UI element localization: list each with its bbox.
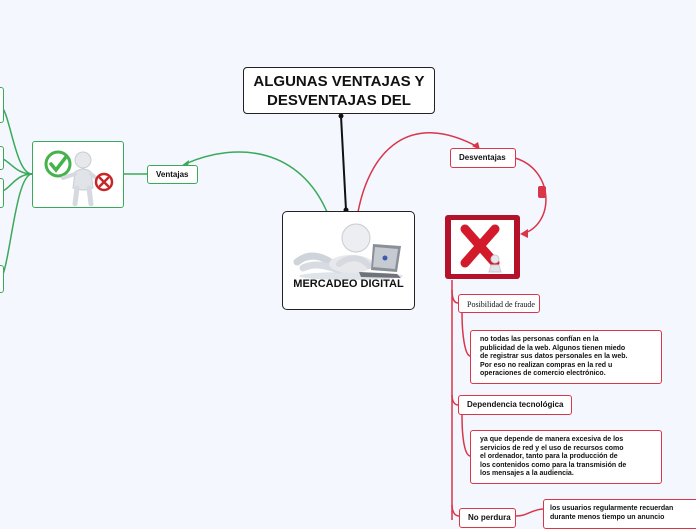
item-text-dependencia[interactable]: ya que depende de manera excesiva de los…	[470, 430, 662, 484]
item-label-fraude[interactable]: Posibilidad de fraude	[458, 294, 540, 313]
map-title-text: ALGUNAS VENTAJAS Y DESVENTAJAS DEL	[253, 73, 425, 109]
item-text-fraude[interactable]: no todas las personas confían en la publ…	[470, 330, 662, 384]
item-text-dependencia-content: ya que depende de manera excesiva de los…	[480, 436, 627, 477]
central-topic[interactable]: MERCADEO DIGITAL	[282, 211, 415, 310]
item-text-fraude-content: no todas las personas confían en la publ…	[480, 336, 628, 377]
item-label-dependencia[interactable]: Dependencia tecnológica	[458, 395, 572, 415]
ventajas-node[interactable]: Ventajas	[147, 165, 198, 184]
desventajas-label: Desventajas	[459, 153, 506, 162]
item-text-no-perdura-content: los usuarios regularmente recuerdan dura…	[550, 505, 674, 521]
ventaja-item-stub-2[interactable]	[0, 146, 4, 170]
ventajas-label: Ventajas	[156, 170, 189, 179]
central-topic-label: MERCADEO DIGITAL	[293, 278, 404, 290]
desventajas-node[interactable]: Desventajas	[450, 148, 516, 168]
ventaja-item-stub-4[interactable]	[0, 265, 4, 293]
item-label-dependencia-text: Dependencia tecnológica	[467, 400, 564, 409]
ventajas-image-node[interactable]	[32, 141, 124, 208]
item-text-no-perdura[interactable]: los usuarios regularmente recuerdan dura…	[543, 499, 696, 529]
item-label-no-perdura-text: No perdura	[468, 513, 511, 522]
map-title[interactable]: ALGUNAS VENTAJAS Y DESVENTAJAS DEL	[243, 67, 435, 114]
ventaja-item-stub-3[interactable]	[0, 178, 4, 208]
person-laptop-icon	[293, 223, 403, 280]
person-check-cross-icon	[44, 150, 114, 207]
item-label-fraude-text: Posibilidad de fraude	[467, 300, 535, 309]
red-x-mark-icon	[451, 220, 514, 274]
ventaja-item-stub-1[interactable]	[0, 87, 4, 123]
item-label-no-perdura[interactable]: No perdura	[459, 508, 516, 528]
desventajas-image-node[interactable]	[445, 215, 520, 279]
